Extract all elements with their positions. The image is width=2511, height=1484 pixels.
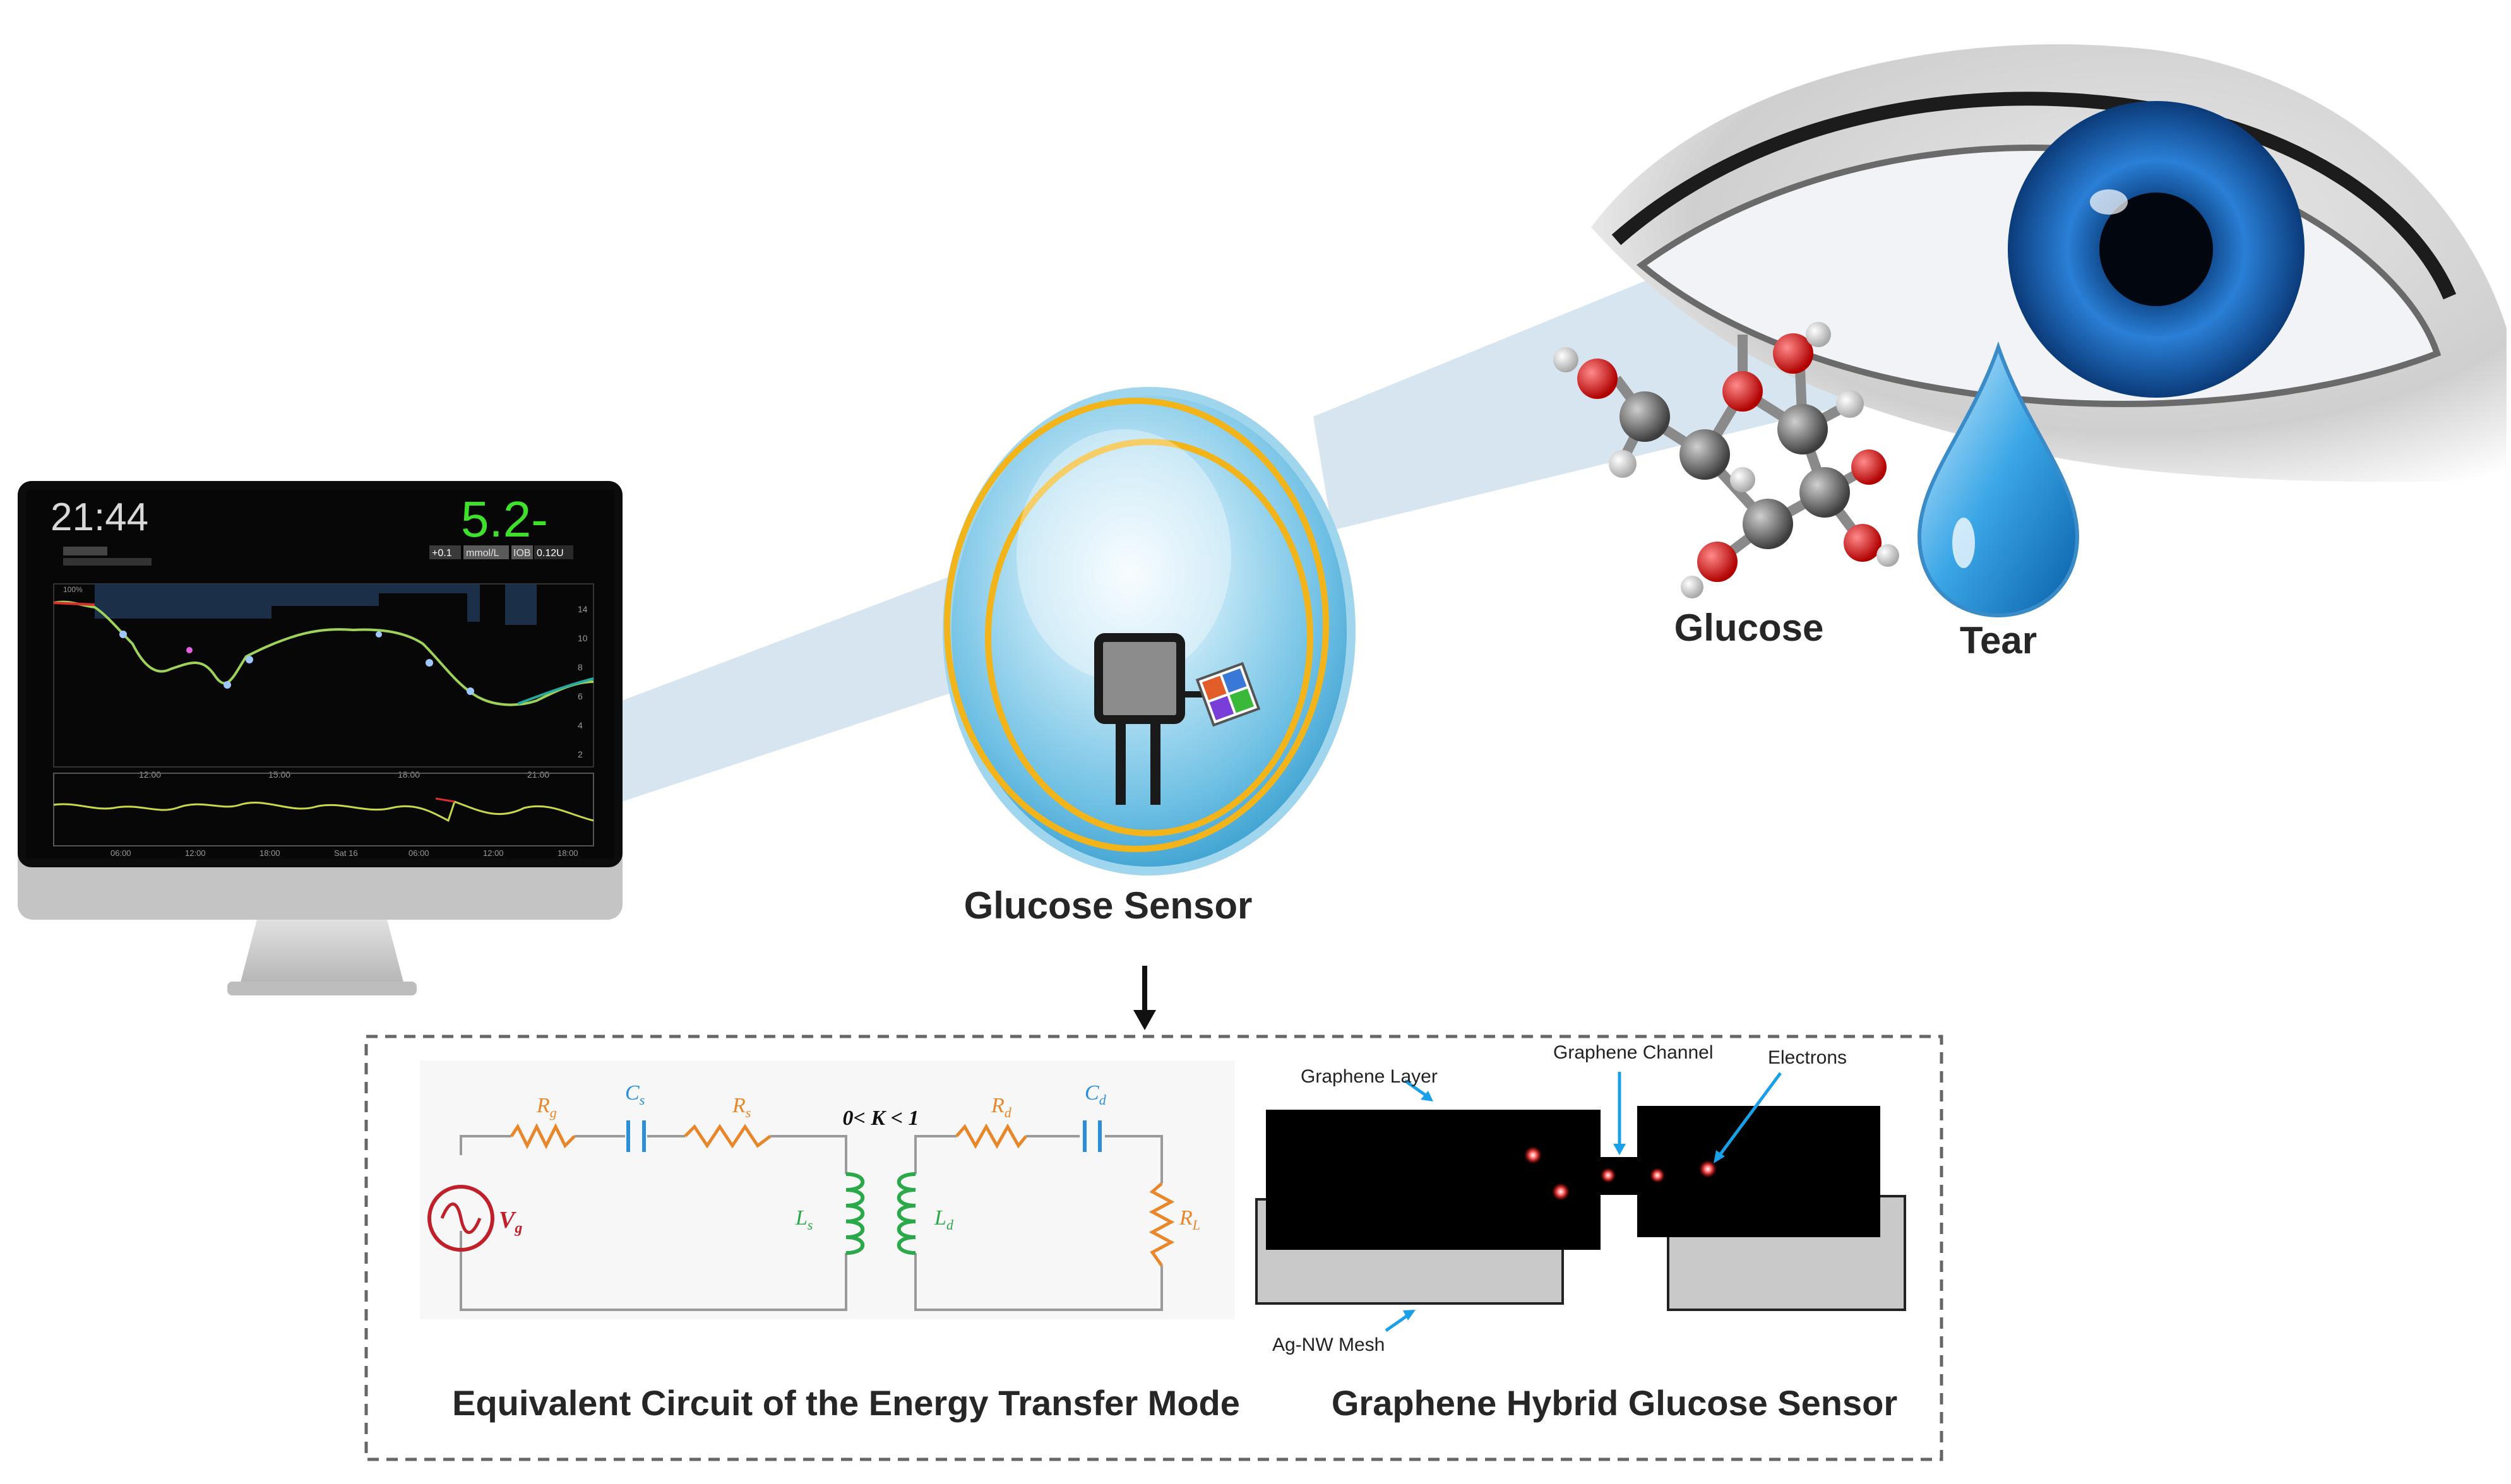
- label-coupling-k: 0< K < 1: [843, 1107, 919, 1130]
- monitor-overview-chart: 06:00 12:00 18:00 Sat 16 06:00 12:00 18:00: [53, 773, 594, 858]
- main-y-ticks: 14 10 8 6 4 2: [578, 604, 588, 759]
- tick-label: 06:00: [110, 848, 131, 858]
- tick-label: 12:00: [483, 848, 504, 858]
- label-graphene-layer: Graphene Layer: [1301, 1066, 1438, 1087]
- status-iob-label: IOB: [513, 548, 531, 559]
- status-delta: +0.1: [432, 548, 452, 559]
- glucose-sensor-label: Glucose Sensor: [964, 884, 1253, 927]
- tick-label: 14: [578, 604, 588, 614]
- beam-monitor-to-lens: [622, 568, 985, 802]
- graphene-layer-right: [1637, 1106, 1880, 1237]
- tick-label: 10: [578, 633, 588, 643]
- tick-label: 18:00: [558, 848, 578, 858]
- monitor-time: 21:44: [51, 496, 148, 539]
- label-electrons: Electrons: [1768, 1047, 1847, 1068]
- label-ls: Ls: [795, 1206, 813, 1233]
- equivalent-circuit-diagram: Rg Cs Rs 0< K < 1 Rd Cd Vg Ls Ld RL: [420, 1060, 1234, 1319]
- label-rs: Rs: [732, 1094, 751, 1120]
- label-rd: Rd: [991, 1094, 1012, 1120]
- tear-label: Tear: [1960, 619, 2037, 662]
- capacitor-cd: [1083, 1120, 1102, 1152]
- label-cd: Cd: [1085, 1081, 1107, 1108]
- inductor-ld: [897, 1172, 916, 1255]
- monitor-status-row: +0.1 mmol/L IOB 0.12U: [429, 545, 573, 559]
- antenna-ring-outer: [944, 398, 1329, 852]
- tick-label: 12:00: [185, 848, 206, 858]
- label-graphene-channel: Graphene Channel: [1553, 1042, 1714, 1063]
- glucose-molecule-icon: [1553, 322, 1899, 598]
- glucose-label: Glucose: [1674, 607, 1824, 649]
- arrow-down-icon: [1133, 966, 1156, 1030]
- resistor-rs: [684, 1124, 772, 1149]
- label-vg: Vg: [499, 1207, 522, 1237]
- detail-panel-border: [364, 1035, 1943, 1461]
- capacitor-cs: [626, 1120, 646, 1152]
- tick-label: 18:00: [398, 769, 420, 780]
- tick-label: 8: [578, 662, 583, 672]
- resistor-rd: [955, 1123, 1027, 1149]
- label-rg: Rg: [536, 1094, 557, 1120]
- status-unit: mmol/L: [466, 548, 499, 559]
- graphene-hybrid-sensor-diagram: Graphene Layer Graphene Channel Electron…: [1244, 1042, 1913, 1363]
- status-iob-value: 0.12U: [537, 548, 564, 559]
- source-vg-icon: [427, 1185, 494, 1252]
- tick-label: 06:00: [409, 848, 429, 858]
- resistor-rg: [510, 1123, 576, 1149]
- label-ld: Ld: [934, 1206, 954, 1233]
- tick-label: 6: [578, 691, 583, 701]
- monitor-main-chart: 100% 14 10 8 6 4 2 12:00 15:00 18:00 21:00: [53, 583, 594, 780]
- monitor-display: 21:44 5.2- +0.1 mmol/L IOB 0.12U 100% 14…: [18, 481, 623, 995]
- contact-lens-sensor: [943, 387, 1356, 876]
- tick-label: 4: [578, 720, 583, 730]
- label-cs: Cs: [625, 1081, 645, 1108]
- tick-label: 2: [578, 749, 583, 759]
- label-rl: RL: [1179, 1206, 1200, 1233]
- electron-dots: [1524, 1146, 1717, 1201]
- tick-label: Sat 16: [334, 848, 358, 858]
- circuit-caption: Equivalent Circuit of the Energy Transfe…: [452, 1383, 1240, 1423]
- hybrid-caption: Graphene Hybrid Glucose Sensor: [1332, 1383, 1897, 1423]
- tick-label: 12:00: [139, 769, 161, 780]
- monitor-glucose-value: 5.2-: [461, 491, 548, 547]
- main-top-tick: 100%: [63, 585, 83, 594]
- overview-x-ticks: 06:00 12:00 18:00 Sat 16 06:00 12:00 18:00: [110, 848, 578, 858]
- pointer-electrons: [1715, 1072, 1782, 1160]
- inductor-ls: [845, 1172, 865, 1255]
- tick-label: 21:00: [527, 769, 549, 780]
- graphene-layer-left: [1266, 1110, 1601, 1250]
- sensor-chip-icon: [1094, 633, 1261, 805]
- tear-drop-icon: [1917, 341, 2080, 618]
- main-x-ticks: 12:00 15:00 18:00 21:00: [139, 769, 549, 780]
- label-agnw-mesh: Ag-NW Mesh: [1272, 1334, 1385, 1355]
- antenna-ring-inner: [985, 439, 1313, 836]
- resistor-rl: [1148, 1182, 1175, 1267]
- tick-label: 15:00: [268, 769, 290, 780]
- tick-label: 18:00: [259, 848, 280, 858]
- eye-illustration: [1591, 44, 2507, 482]
